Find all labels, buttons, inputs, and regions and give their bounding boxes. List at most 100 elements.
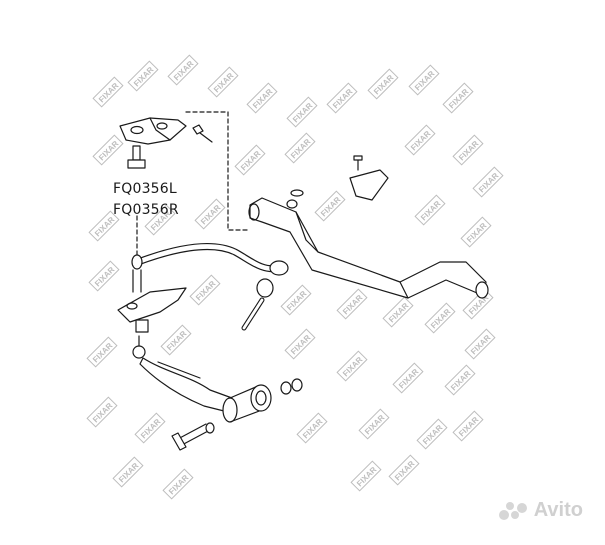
svg-text:FIXAR: FIXAR — [372, 73, 395, 96]
mounting-bracket-plate — [119, 117, 187, 145]
fixar-stamp: FIXAR — [404, 124, 436, 156]
fixar-stamp: FIXAR — [207, 66, 239, 98]
svg-text:FIXAR: FIXAR — [421, 423, 444, 446]
fixar-stamp: FIXAR — [424, 302, 456, 334]
svg-text:FIXAR: FIXAR — [251, 87, 274, 110]
svg-text:FIXAR: FIXAR — [301, 417, 324, 440]
arm-through-bolt — [171, 422, 215, 451]
svg-text:FIXAR: FIXAR — [397, 367, 420, 390]
fixar-stamp: FIXAR — [367, 68, 399, 100]
svg-text:FIXAR: FIXAR — [139, 417, 162, 440]
fixar-stamp: FIXAR — [388, 454, 420, 486]
fixar-stamp: FIXAR — [112, 456, 144, 488]
subframe-beam — [248, 197, 489, 299]
fixar-stamp: FIXAR — [284, 328, 316, 360]
fixar-stamp: FIXAR — [246, 82, 278, 114]
svg-text:FIXAR: FIXAR — [212, 71, 235, 94]
svg-text:FIXAR: FIXAR — [117, 461, 140, 484]
fixar-stamp: FIXAR — [460, 216, 492, 248]
svg-text:FIXAR: FIXAR — [93, 265, 116, 288]
bracket-screw — [192, 124, 213, 143]
svg-text:FIXAR: FIXAR — [409, 129, 432, 152]
vertical-bolt — [127, 145, 146, 169]
fixar-stamp: FIXAR — [392, 362, 424, 394]
fixar-stamp: FIXAR — [336, 350, 368, 382]
svg-text:FIXAR: FIXAR — [355, 465, 378, 488]
svg-text:FIXAR: FIXAR — [469, 333, 492, 356]
fixar-stamp: FIXAR — [86, 336, 118, 368]
stabilizer-link — [131, 254, 143, 293]
svg-text:FIXAR: FIXAR — [172, 59, 195, 82]
fixar-stamp: FIXAR — [194, 198, 226, 230]
fixar-stamp: FIXAR — [452, 410, 484, 442]
part-number-right: FQ0356R — [113, 202, 179, 218]
fixar-stamp: FIXAR — [92, 134, 124, 166]
fixar-stamp: FIXAR — [189, 274, 221, 306]
stabilizer-bar — [134, 243, 284, 273]
fixar-stamp: FIXAR — [414, 194, 446, 226]
svg-text:FIXAR: FIXAR — [97, 81, 120, 104]
watermark-text: Avito — [533, 499, 583, 521]
svg-text:FIXAR: FIXAR — [341, 355, 364, 378]
fixar-stamp: FIXAR — [296, 412, 328, 444]
fixar-stamp: FIXAR — [336, 288, 368, 320]
knuckle-plate — [117, 287, 187, 333]
fixar-stamp: FIXAR — [280, 284, 312, 316]
leader-line — [185, 111, 251, 231]
svg-text:FIXAR: FIXAR — [429, 307, 452, 330]
svg-text:FIXAR: FIXAR — [97, 139, 120, 162]
svg-text:FIXAR: FIXAR — [457, 139, 480, 162]
fixar-stamp: FIXAR — [326, 82, 358, 114]
fixar-stamp: FIXAR — [160, 324, 192, 356]
svg-text:FIXAR: FIXAR — [91, 341, 114, 364]
part-number-left: FQ0356L — [113, 181, 177, 197]
svg-text:FIXAR: FIXAR — [449, 369, 472, 392]
svg-text:FIXAR: FIXAR — [477, 171, 500, 194]
fixar-stamp: FIXAR — [358, 408, 390, 440]
svg-text:FIXAR: FIXAR — [447, 87, 470, 110]
svg-text:FIXAR: FIXAR — [93, 215, 116, 238]
fixar-stamp: FIXAR — [162, 468, 194, 500]
fixar-stamp: FIXAR — [234, 144, 266, 176]
fixar-stamp: FIXAR — [86, 396, 118, 428]
svg-text:FIXAR: FIXAR — [331, 87, 354, 110]
fixar-stamp: FIXAR — [167, 54, 199, 86]
avito-watermark: Avito — [498, 499, 583, 522]
fixar-stamp: FIXAR — [452, 134, 484, 166]
svg-text:FIXAR: FIXAR — [419, 199, 442, 222]
subframe-bushing-stack — [241, 189, 304, 331]
svg-text:FIXAR: FIXAR — [363, 413, 386, 436]
fixar-stamp: FIXAR — [416, 418, 448, 450]
arm-washer-nut — [280, 378, 303, 395]
svg-text:FIXAR: FIXAR — [413, 69, 436, 92]
svg-text:FIXAR: FIXAR — [91, 401, 114, 424]
control-arm-bushing — [222, 384, 272, 423]
side-bracket — [349, 155, 389, 201]
fixar-stamp: FIXAR — [284, 132, 316, 164]
fixar-stamp: FIXAR — [134, 412, 166, 444]
fixar-stamp: FIXAR — [88, 260, 120, 292]
svg-text:FIXAR: FIXAR — [457, 415, 480, 438]
fixar-stamp: FIXAR — [408, 64, 440, 96]
fixar-stamp: FIXAR — [92, 76, 124, 108]
svg-text:FIXAR: FIXAR — [387, 301, 410, 324]
svg-text:FIXAR: FIXAR — [194, 279, 217, 302]
lower-control-arm — [132, 335, 233, 413]
fixar-stamp: FIXAR — [127, 60, 159, 92]
fixar-stamp: FIXAR — [286, 96, 318, 128]
fixar-stamp: FIXAR — [442, 82, 474, 114]
svg-text:FIXAR: FIXAR — [465, 221, 488, 244]
fixar-stamp: FIXAR — [472, 166, 504, 198]
svg-text:FIXAR: FIXAR — [393, 459, 416, 482]
svg-text:FIXAR: FIXAR — [132, 65, 155, 88]
svg-text:FIXAR: FIXAR — [239, 149, 262, 172]
svg-text:FIXAR: FIXAR — [319, 195, 342, 218]
svg-text:FIXAR: FIXAR — [289, 333, 312, 356]
fixar-stamp: FIXAR — [464, 328, 496, 360]
svg-text:FIXAR: FIXAR — [289, 137, 312, 160]
svg-text:FIXAR: FIXAR — [341, 293, 364, 316]
fixar-stamp: FIXAR — [350, 460, 382, 492]
svg-text:FIXAR: FIXAR — [285, 289, 308, 312]
